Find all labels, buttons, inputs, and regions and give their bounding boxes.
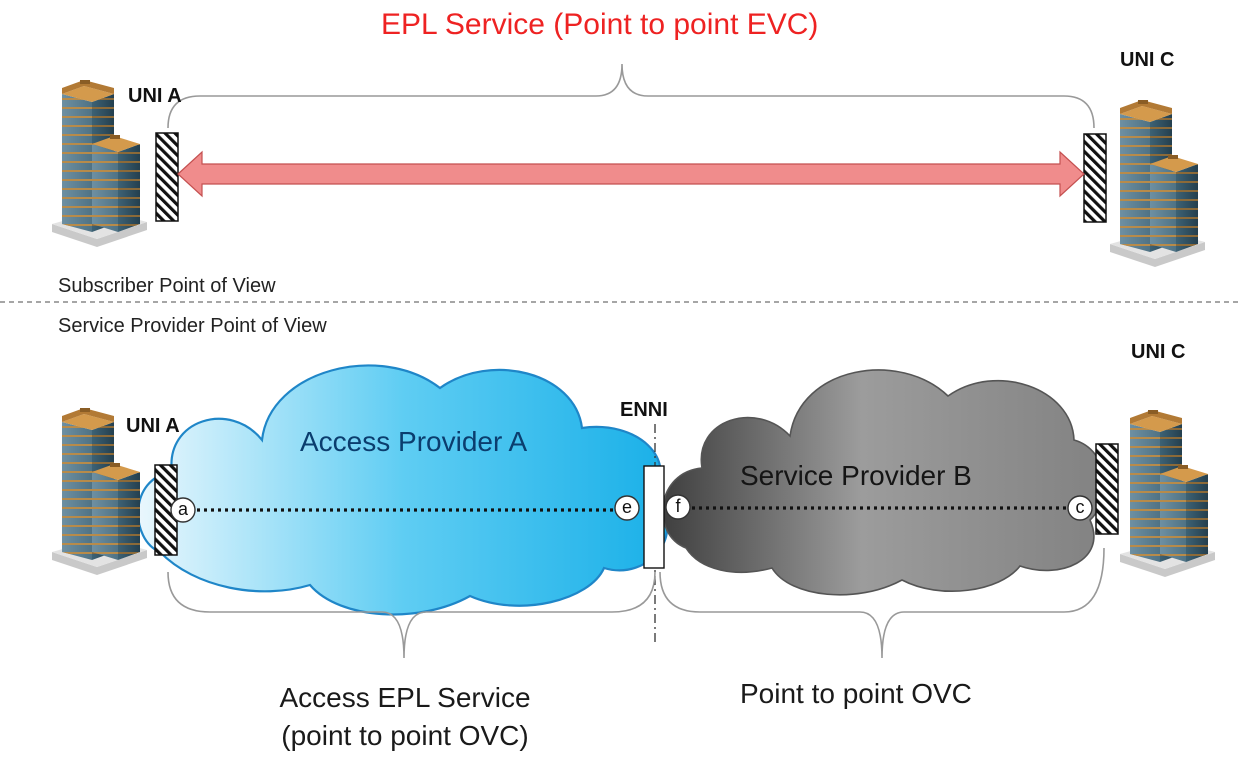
uni-port-icon bbox=[1095, 443, 1119, 535]
cloud-a-label: Access Provider A bbox=[300, 426, 528, 457]
endpoint-e-label: e bbox=[621, 497, 632, 517]
enni-label: ENNI bbox=[620, 399, 668, 421]
endpoint-c-marker bbox=[1067, 495, 1093, 521]
access-ovc-brace bbox=[167, 571, 656, 659]
endpoint-f-label: f bbox=[675, 496, 681, 516]
cloud-icon bbox=[137, 364, 669, 616]
double-arrow-icon bbox=[177, 150, 1085, 198]
endpoint-f-marker bbox=[665, 494, 691, 520]
enni-port-icon bbox=[643, 465, 665, 569]
cloud-b-label: Service Provider B bbox=[740, 460, 972, 491]
uni-a-label-bottom: UNI A bbox=[126, 415, 180, 437]
ovc-label: Point to point OVC bbox=[740, 678, 972, 709]
cloud-icon bbox=[661, 369, 1105, 596]
building-icon bbox=[1110, 100, 1205, 267]
access-service-line2: (point to point OVC) bbox=[281, 720, 529, 751]
evc-brace bbox=[167, 63, 1095, 129]
endpoint-a-marker bbox=[170, 497, 196, 523]
endpoint-c-label: c bbox=[1075, 497, 1085, 517]
access-service-line1: Access EPL Service bbox=[279, 682, 531, 713]
provider-ovc-brace bbox=[659, 547, 1105, 659]
uni-a-label-top: UNI A bbox=[128, 85, 182, 107]
provider-view-label: Service Provider Point of View bbox=[58, 315, 327, 337]
diagram-title: EPL Service (Point to point EVC) bbox=[381, 8, 819, 41]
uni-port-icon bbox=[155, 132, 179, 222]
subscriber-view-label: Subscriber Point of View bbox=[58, 275, 276, 297]
endpoint-a-label: a bbox=[177, 499, 188, 519]
uni-c-label-top: UNI C bbox=[1120, 49, 1175, 71]
uni-port-icon bbox=[1083, 133, 1107, 223]
building-icon bbox=[1120, 410, 1215, 577]
endpoint-e-marker bbox=[614, 495, 640, 521]
uni-c-label-bottom: UNI C bbox=[1131, 341, 1186, 363]
